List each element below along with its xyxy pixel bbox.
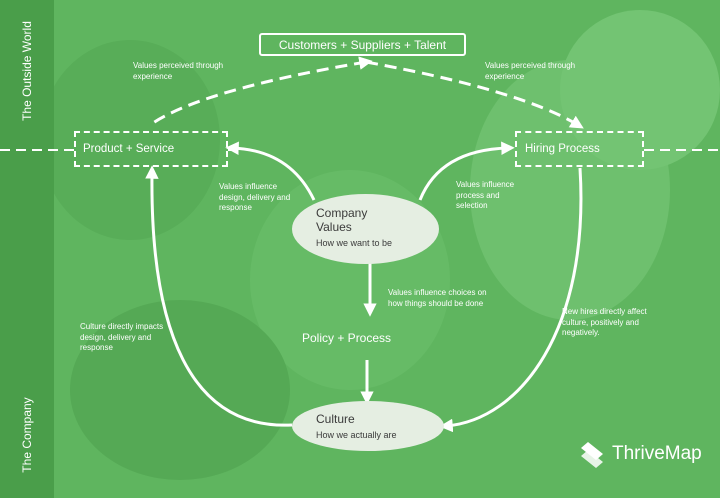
culture-node: Culture How we actually are: [292, 401, 444, 451]
hiring-to-culture-arrow: [439, 167, 583, 433]
background-shape: [40, 40, 220, 240]
annotation-influence-choices: Values influence choices on how things s…: [388, 288, 487, 309]
values-to-product-arrow: [225, 141, 316, 201]
culture-title: Culture: [316, 412, 355, 426]
annotation-line: Values influence: [219, 182, 278, 191]
background-shape: [560, 10, 720, 170]
annotation-line: response: [219, 203, 252, 212]
annotation-new-hires: New hires directly affect culture, posit…: [562, 307, 647, 339]
annotation-line: selection: [456, 201, 488, 210]
annotation-perceived-left: Values perceived through experience: [133, 61, 223, 82]
perceived-arrow-left: [149, 56, 373, 127]
annotation-influence-process: Values influence process and selection: [456, 180, 514, 212]
culture-subtitle: How we actually are: [316, 430, 397, 440]
company-values-node: Company Values How we want to be: [292, 194, 439, 264]
annotation-line: design, delivery and: [219, 192, 291, 202]
annotation-line: experience: [485, 71, 525, 81]
annotation-line: Values influence choices on: [388, 288, 487, 297]
hiring-process-box: Hiring Process: [515, 131, 644, 167]
annotation-line: Values perceived through: [133, 61, 224, 70]
stakeholders-box: Customers + Suppliers + Talent: [259, 33, 466, 56]
thrivemap-logo-icon: [581, 442, 603, 468]
logo-text: ThriveMap: [612, 443, 702, 464]
company-values-title-line1: Company: [316, 206, 368, 220]
annotation-line: response: [80, 343, 113, 352]
annotation-perceived-right: Values perceived through experience: [485, 61, 575, 82]
company-values-subtitle: How we want to be: [316, 238, 393, 248]
annotation-culture-impacts: Culture directly impacts design, deliver…: [80, 322, 163, 354]
stakeholders-label: Customers + Suppliers + Talent: [278, 37, 447, 52]
annotation-line: experience: [133, 71, 173, 81]
annotation-line: negatively.: [562, 328, 600, 337]
background-shape: [70, 300, 290, 480]
thrivemap-logo: ThriveMap: [578, 440, 702, 468]
company-values-title: Company Values: [316, 206, 367, 234]
product-service-label: Product + Service: [83, 143, 175, 155]
annotation-line: Values influence: [456, 180, 515, 189]
annotation-line: how things should be done: [388, 298, 484, 308]
perceived-arrow-right: [365, 60, 584, 129]
annotation-line: Culture directly impacts: [80, 322, 164, 331]
values-to-hiring-arrow: [418, 141, 515, 201]
product-service-box: Product + Service: [74, 131, 228, 167]
annotation-line: process and: [456, 190, 500, 200]
sidebar: The Outside World The Company: [0, 0, 54, 498]
annotation-influence-design: Values influence design, delivery and re…: [219, 182, 290, 214]
annotation-line: New hires directly affect: [562, 307, 647, 316]
annotation-line: Values perceived through: [485, 61, 576, 70]
annotation-line: culture, positively and: [562, 317, 639, 327]
culture-to-product-arrow: [145, 165, 293, 427]
annotation-line: design, delivery and: [80, 332, 152, 342]
policy-process-label: Policy + Process: [302, 331, 392, 345]
company-values-title-line2: Values: [316, 220, 352, 234]
hiring-process-label: Hiring Process: [525, 143, 600, 155]
